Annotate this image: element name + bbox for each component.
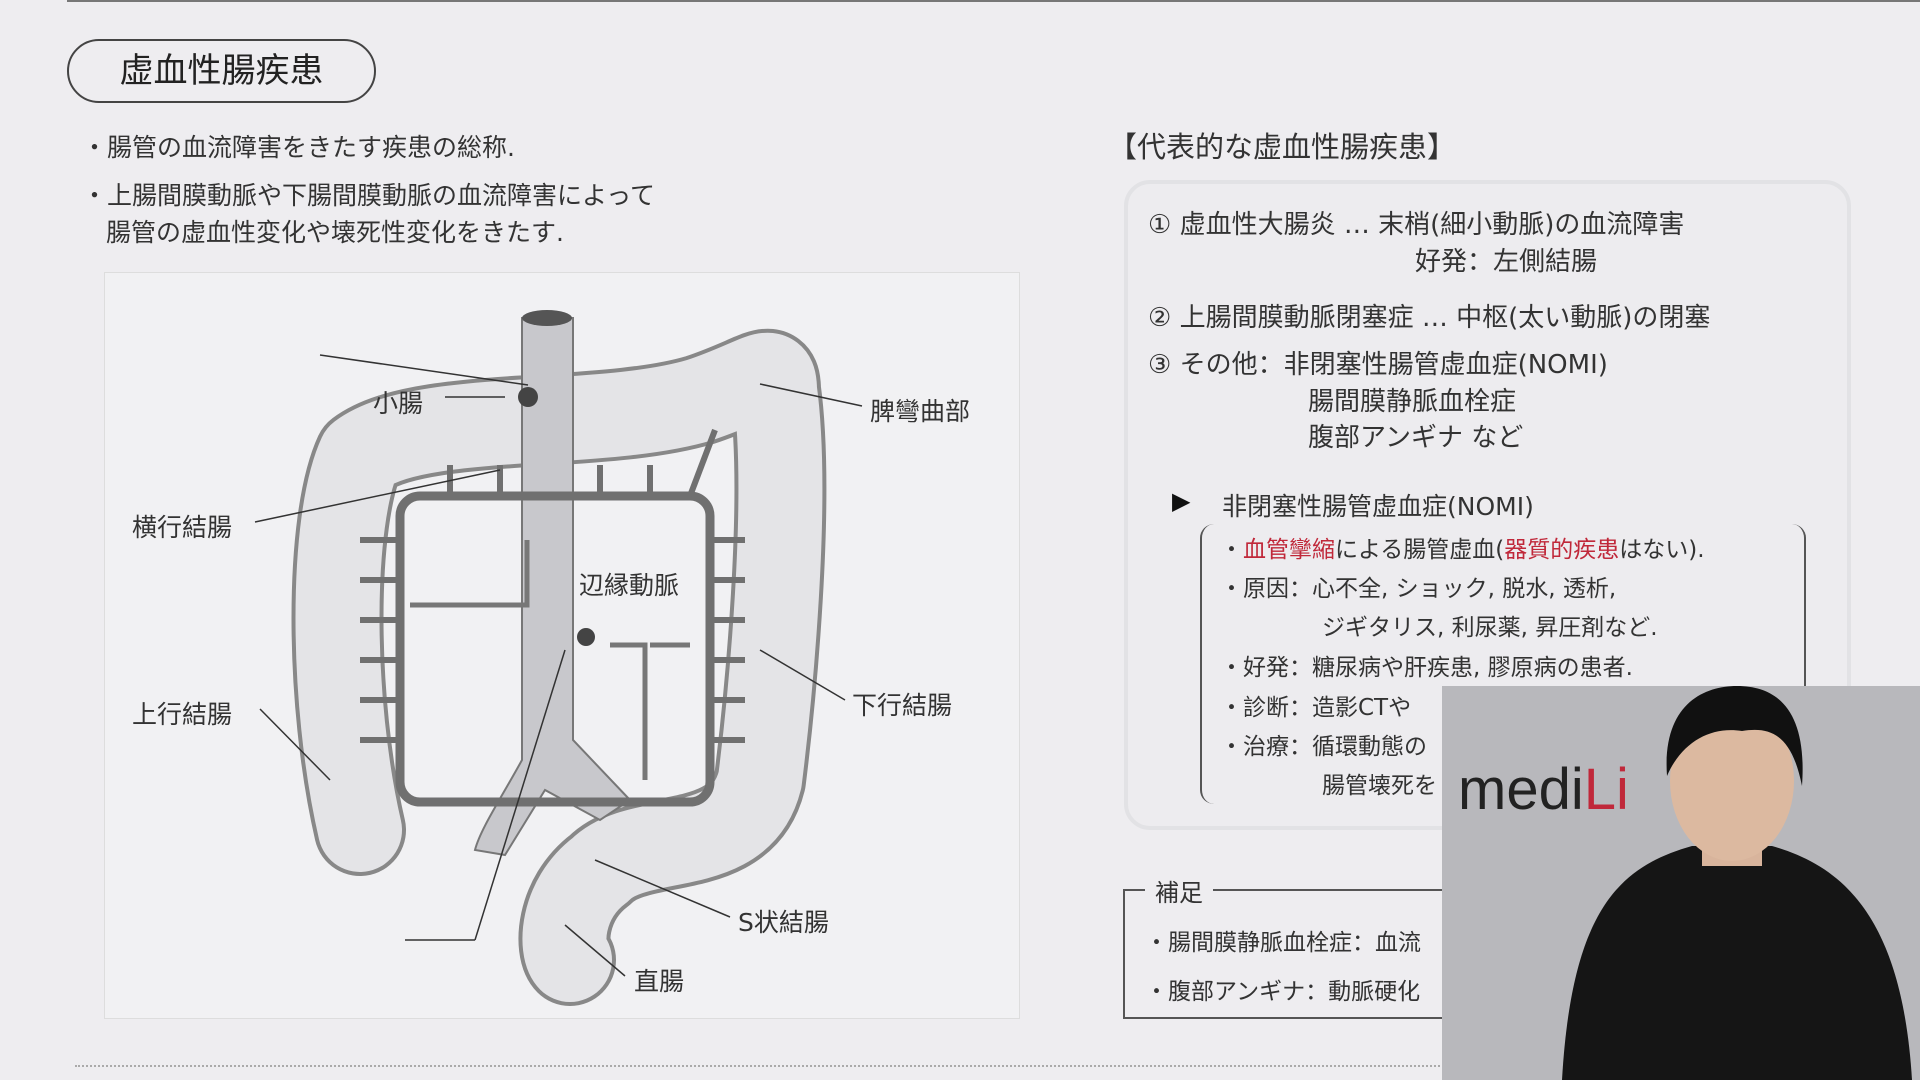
presenter-webcam: mediLi bbox=[1442, 686, 1920, 1080]
nomi-bullet: ・治療：循環動態の bbox=[1220, 734, 1427, 760]
top-divider bbox=[67, 0, 1920, 2]
label-rectum: 直腸 bbox=[634, 967, 685, 996]
label-sigmoid-colon: S状結腸 bbox=[738, 908, 829, 937]
section-heading: 【代表的な虚血性腸疾患】 bbox=[1108, 130, 1457, 164]
nomi-heading: 非閉塞性腸管虚血症(NOMI) bbox=[1222, 492, 1534, 521]
supplement-box bbox=[1123, 889, 1623, 1019]
label-transverse-colon: 横行結腸 bbox=[132, 513, 233, 542]
label-small-intestine: 小腸 bbox=[373, 389, 424, 418]
item-1: ① 虚血性大腸炎 … 末梢(細小動脈)の血流障害 bbox=[1148, 210, 1685, 240]
nomi-bullet-cont: ジギタリス, 利尿薬, 昇圧剤など. bbox=[1322, 615, 1658, 641]
nomi-bullet: ・血管攣縮による腸管虚血(器質的疾患はない). bbox=[1220, 537, 1705, 563]
item-1-sub: 好発：左側結腸 bbox=[1415, 247, 1598, 277]
triangle-bullet-icon: ▶ bbox=[1172, 487, 1191, 515]
label-ascending-colon: 上行結腸 bbox=[132, 700, 233, 729]
nomi-bullet: ・診断：造影CTや bbox=[1220, 695, 1412, 721]
medilink-logo: mediLi bbox=[1458, 757, 1629, 822]
left-bullet: 腸管の虚血性変化や壊死性変化をきたす. bbox=[106, 218, 564, 247]
item-2: ② 上腸間膜動脈閉塞症 … 中枢(太い動脈)の閉塞 bbox=[1148, 303, 1711, 333]
nomi-bracket bbox=[1200, 524, 1806, 804]
supplement-item: ・腸間膜静脈血栓症：血流 bbox=[1145, 930, 1421, 956]
nomi-bullet: ・原因：心不全, ショック, 脱水, 透析, bbox=[1220, 576, 1617, 602]
item-3-sub: 腸間膜静脈血栓症 bbox=[1308, 387, 1517, 417]
slide-title: 虚血性腸疾患 bbox=[67, 39, 376, 103]
bottom-divider bbox=[75, 1065, 1475, 1067]
nomi-bullet-cont: 腸管壊死を bbox=[1322, 773, 1437, 799]
presenter-figure bbox=[1562, 686, 1912, 1080]
label-splenic-flexure: 脾彎曲部 bbox=[870, 397, 971, 426]
supplement-label: 補足 bbox=[1145, 873, 1213, 908]
nomi-bullet: ・好発：糖尿病や肝疾患, 膠原病の患者. bbox=[1220, 655, 1633, 681]
label-descending-colon: 下行結腸 bbox=[852, 691, 953, 720]
label-marginal-artery: 辺縁動脈 bbox=[579, 571, 680, 600]
left-bullet: ・上腸間膜動脈や下腸間膜動脈の血流障害によって bbox=[82, 181, 656, 210]
left-bullet: ・腸管の血流障害をきたす疾患の総称. bbox=[82, 133, 515, 162]
item-3-sub: 腹部アンギナ など bbox=[1308, 423, 1524, 453]
supplement-item: ・腹部アンギナ：動脈硬化 bbox=[1145, 979, 1421, 1005]
item-3: ③ その他：非閉塞性腸管虚血症(NOMI) bbox=[1148, 350, 1608, 380]
